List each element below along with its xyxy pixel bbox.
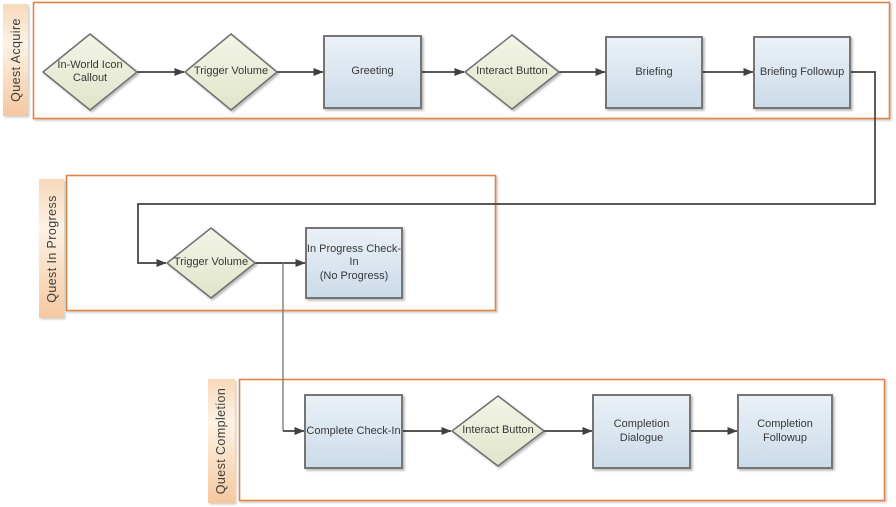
node-label-text: In Progress Check-In (No Progress) bbox=[306, 242, 402, 282]
node-completion-dialogue-shape bbox=[592, 394, 691, 469]
node-label-text: Briefing bbox=[635, 65, 673, 78]
node-in-progress-check-in[interactable]: In Progress Check-In (No Progress) bbox=[306, 228, 402, 298]
connector-followup-to-trigger-in-progress bbox=[137, 71, 876, 267]
node-label-text: Trigger Volume bbox=[173, 256, 249, 269]
node-briefing[interactable]: Briefing bbox=[606, 37, 702, 108]
node-interact-button-acquire-shape bbox=[463, 34, 561, 110]
node-label-text: Completion Followup bbox=[757, 418, 813, 444]
node-label-text: In-World Icon Callout bbox=[57, 58, 123, 84]
node-trigger-volume-in-progress[interactable]: Trigger Volume bbox=[167, 228, 255, 298]
node-complete-check-in[interactable]: Complete Check-In bbox=[305, 395, 402, 468]
lane-title-quest-completion: Quest Completion bbox=[208, 379, 235, 503]
lane-title-quest-completion-text: Quest Completion bbox=[214, 387, 229, 495]
node-label-text: Briefing Followup bbox=[759, 65, 845, 78]
node-briefing-shape bbox=[605, 36, 703, 109]
node-label-text: Greeting bbox=[351, 65, 394, 78]
node-label-text: Interact Button bbox=[462, 424, 534, 437]
node-label-text: Interact Button bbox=[476, 65, 548, 78]
node-label-text: Complete Check-In bbox=[306, 424, 401, 437]
node-completion-dialogue[interactable]: Completion Dialogue bbox=[593, 395, 690, 468]
node-interact-button-acquire[interactable]: Interact Button bbox=[465, 35, 559, 109]
node-briefing-followup-shape bbox=[753, 36, 851, 109]
lane-title-quest-in-progress: Quest In Progress bbox=[39, 179, 64, 318]
node-trigger-volume-acquire-shape bbox=[183, 33, 279, 111]
lane-quest-acquire-frame bbox=[32, 1, 891, 120]
node-briefing-followup[interactable]: Briefing Followup bbox=[754, 37, 850, 108]
lane-title-quest-acquire: Quest Acquire bbox=[3, 4, 28, 116]
lane-quest-completion-titlebar bbox=[208, 379, 235, 503]
node-in-world-icon-callout-shape bbox=[41, 33, 139, 111]
lane-title-quest-acquire-text: Quest Acquire bbox=[8, 18, 23, 102]
node-interact-button-completion[interactable]: Interact Button bbox=[452, 396, 544, 466]
node-greeting[interactable]: Greeting bbox=[324, 36, 421, 108]
lane-title-quest-in-progress-text: Quest In Progress bbox=[44, 194, 59, 303]
lane-quest-acquire-titlebar bbox=[3, 4, 28, 116]
node-complete-check-in-shape bbox=[304, 394, 403, 469]
node-in-progress-check-in-shape bbox=[305, 227, 403, 299]
node-completion-followup[interactable]: Completion Followup bbox=[738, 395, 832, 468]
node-label-text: Completion Dialogue bbox=[613, 418, 670, 444]
node-in-world-icon-callout[interactable]: In-World Icon Callout bbox=[43, 34, 137, 110]
node-trigger-volume-acquire[interactable]: Trigger Volume bbox=[185, 34, 277, 110]
node-trigger-volume-in-progress-shape bbox=[165, 227, 257, 299]
node-label-text: Trigger Volume bbox=[193, 65, 269, 78]
node-completion-followup-shape bbox=[737, 394, 833, 469]
lane-quest-in-progress-titlebar bbox=[39, 179, 64, 318]
node-greeting-shape bbox=[323, 35, 422, 109]
lane-quest-in-progress-frame bbox=[65, 174, 497, 312]
node-interact-button-completion-shape bbox=[450, 395, 546, 467]
